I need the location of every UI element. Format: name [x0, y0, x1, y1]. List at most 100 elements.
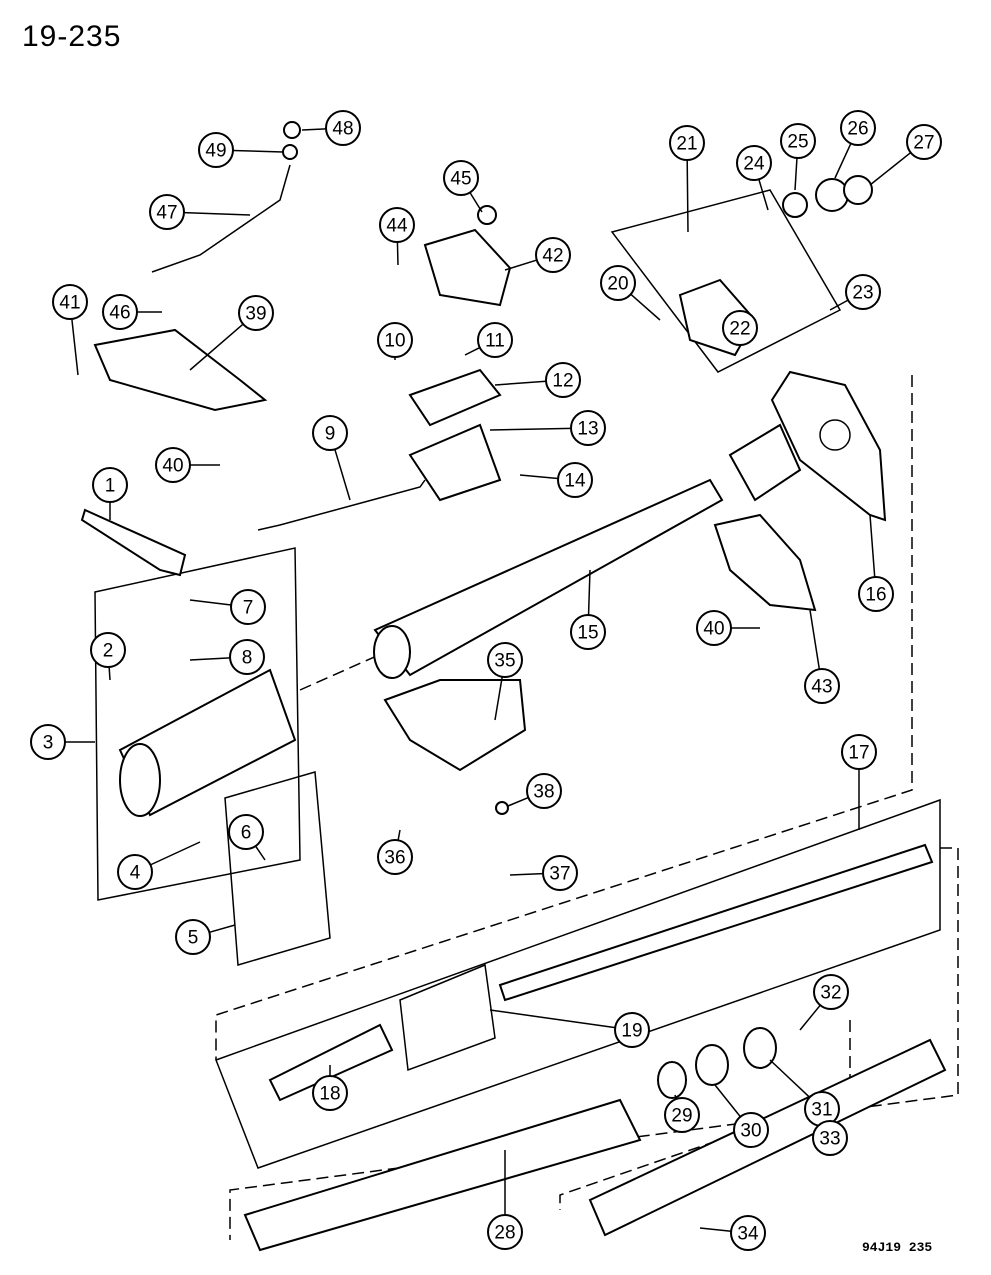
callout-28: 28: [487, 1150, 523, 1250]
callout-circle: [198, 132, 234, 168]
callout-39: 39: [189, 295, 274, 371]
callout-46: 46: [102, 294, 162, 330]
callout-number: 28: [494, 1223, 515, 1244]
leader-line: [189, 657, 231, 661]
column-jacket-end: [373, 625, 411, 679]
callout-15: 15: [570, 569, 606, 650]
callout-number: 40: [703, 619, 724, 640]
callout-41: 41: [52, 284, 88, 376]
washer-48: [283, 121, 301, 139]
callout-circle: [557, 462, 593, 498]
leader-line: [507, 796, 529, 807]
leader-line: [769, 1059, 811, 1098]
callout-number: 13: [577, 419, 598, 440]
callout-number: 36: [384, 848, 405, 869]
callout-number: 6: [241, 823, 252, 844]
dashed-guide: [559, 1020, 851, 1210]
callout-circle: [90, 632, 126, 668]
callout-18: 18: [312, 1065, 348, 1111]
callout-circle: [312, 1075, 348, 1111]
callout-number: 20: [607, 274, 628, 295]
callout-number: 5: [188, 928, 199, 949]
callout-number: 43: [811, 677, 832, 698]
callout-14: 14: [519, 462, 593, 498]
callout-42: 42: [504, 237, 571, 273]
leader-line: [396, 241, 399, 266]
leader-line: [699, 1227, 732, 1232]
callout-11: 11: [464, 322, 513, 358]
callout-number: 17: [848, 743, 869, 764]
callout-6: 6: [228, 814, 266, 861]
rod-9: [257, 479, 426, 531]
bearing-housing: [728, 423, 802, 502]
leader-line: [809, 609, 821, 670]
callout-3: 3: [30, 724, 95, 760]
washer-38: [495, 801, 509, 815]
callout-17: 17: [841, 734, 877, 830]
callout-number: 23: [852, 283, 873, 304]
callout-circle: [858, 576, 894, 612]
callout-4: 4: [117, 841, 201, 890]
callout-number: 25: [787, 132, 808, 153]
leader-line: [397, 829, 401, 841]
page-number: 19-235: [22, 20, 122, 53]
callout-circle: [149, 194, 185, 230]
bracket-39: [93, 328, 268, 412]
callout-circle: [812, 1120, 848, 1156]
figure-code: 94J19 235: [862, 1240, 933, 1255]
leader-line: [587, 569, 591, 616]
rod-47: [151, 164, 291, 273]
callout-circle: [52, 284, 88, 320]
callout-34: 34: [699, 1215, 766, 1251]
nut-45: [477, 205, 497, 225]
callout-number: 19: [621, 1021, 642, 1042]
callout-40: 40: [696, 610, 760, 646]
callout-49: 49: [198, 132, 284, 168]
leader-line: [509, 872, 544, 876]
wrench-1: [80, 508, 187, 577]
kit-box-19: [399, 963, 496, 1072]
callout-number: 12: [552, 371, 573, 392]
callout-number: 49: [205, 141, 226, 162]
callout-number: 44: [386, 216, 408, 237]
callout-circle: [614, 1012, 650, 1048]
leader-line: [301, 128, 327, 131]
callout-circle: [730, 1215, 766, 1251]
callout-circle: [377, 839, 413, 875]
callout-33: 33: [812, 1120, 848, 1156]
callout-number: 11: [485, 331, 505, 352]
callout-circle: [664, 1097, 700, 1133]
callout-number: 34: [737, 1224, 759, 1245]
callout-circle: [600, 265, 636, 301]
callout-47: 47: [149, 194, 251, 230]
callout-25: 25: [780, 123, 816, 191]
leader-line: [334, 449, 351, 501]
callout-45: 45: [443, 160, 483, 213]
callout-number: 45: [450, 169, 471, 190]
callout-number: 40: [162, 456, 183, 477]
leader-line: [232, 149, 284, 153]
callout-circle: [840, 110, 876, 146]
callout-number: 2: [103, 641, 114, 662]
callout-37: 37: [509, 855, 578, 891]
kit-box-21: [610, 189, 842, 373]
callout-19: 19: [489, 1009, 650, 1048]
callout-circle: [841, 734, 877, 770]
callout-12: 12: [494, 362, 581, 398]
leader-line: [254, 845, 266, 861]
leader-line: [209, 924, 236, 934]
callout-40: 40: [155, 447, 220, 483]
callout-circle: [175, 919, 211, 955]
leader-line: [799, 1004, 821, 1031]
leader-line: [489, 1009, 616, 1029]
callout-circle: [325, 110, 361, 146]
callout-circle: [570, 614, 606, 650]
callout-35: 35: [487, 642, 523, 721]
callout-circle: [733, 1112, 769, 1148]
callout-number: 22: [729, 319, 750, 340]
callout-number: 29: [671, 1106, 692, 1127]
leader-line: [189, 599, 232, 606]
callout-number: 9: [325, 424, 336, 445]
callout-number: 47: [156, 203, 177, 224]
callout-number: 31: [811, 1100, 832, 1121]
